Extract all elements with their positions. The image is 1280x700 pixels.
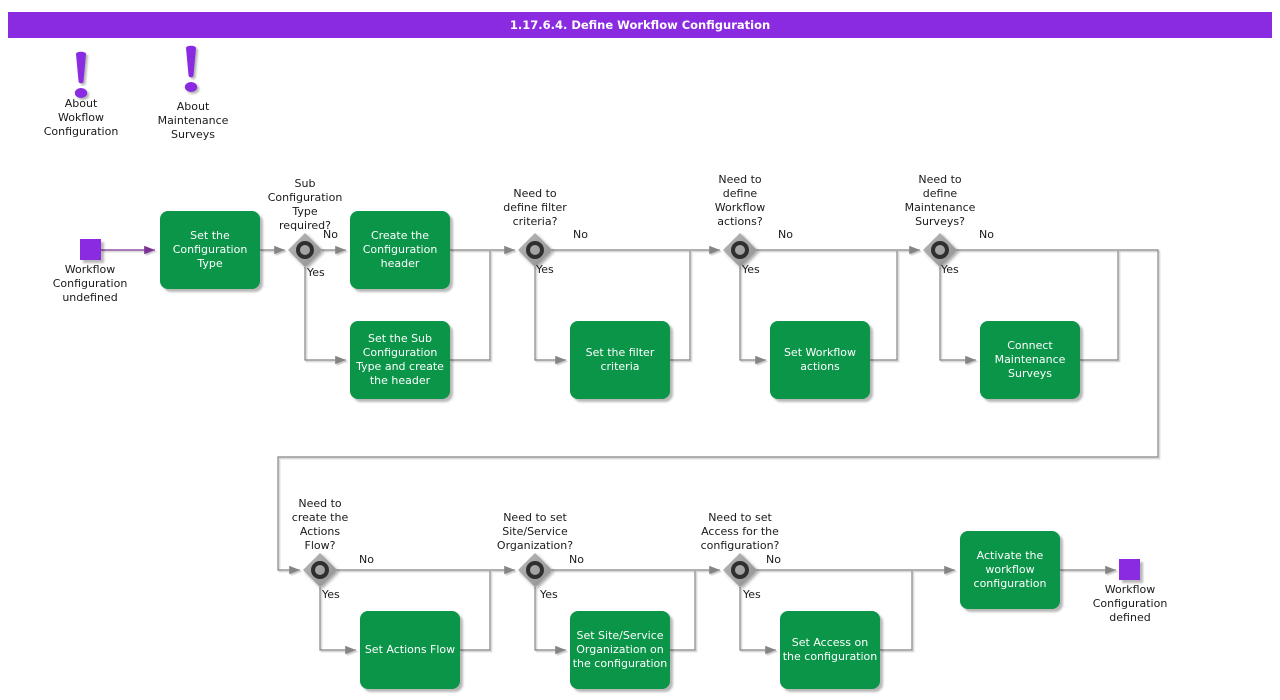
task-label: Connect Maintenance Surveys — [994, 339, 1066, 380]
start-node — [80, 239, 101, 260]
task-set-configuration-type[interactable]: Set the Configuration Type — [160, 211, 260, 289]
decision-question: Need to define Workflow actions? — [714, 173, 766, 228]
about-workflow-configuration-link[interactable] — [69, 50, 93, 104]
decision-sub-configuration-type — [287, 232, 323, 268]
task-label: Set Access on the configuration — [782, 636, 878, 663]
task-set-access-configuration[interactable]: Set Access on the configuration — [780, 611, 880, 689]
about-workflow-configuration-label[interactable]: About Wokflow Configuration — [43, 97, 119, 138]
task-create-configuration-header[interactable]: Create the Configuration header — [350, 211, 450, 289]
branch-yes-label: Yes — [322, 588, 340, 601]
decision-need-filter-criteria — [517, 232, 553, 268]
task-label: Set the Configuration Type — [172, 229, 248, 270]
branch-yes-label: Yes — [307, 266, 325, 279]
decision-need-access — [722, 552, 758, 588]
decision-need-workflow-actions — [722, 232, 758, 268]
decision-question: Sub Configuration Type required? — [267, 177, 343, 232]
decision-need-site-service-organization — [517, 552, 553, 588]
decision-need-maintenance-surveys — [922, 232, 958, 268]
task-activate-workflow-configuration[interactable]: Activate the workflow configuration — [960, 531, 1060, 609]
branch-yes-label: Yes — [742, 263, 760, 276]
task-label: Set the filter criteria — [585, 346, 655, 373]
decision-question: Need to create the Actions Flow? — [291, 497, 349, 552]
start-node-label: Workflow Configuration undefined — [52, 263, 128, 304]
exclamation-icon — [184, 45, 198, 92]
task-set-actions-flow[interactable]: Set Actions Flow — [360, 611, 460, 689]
decision-question: Need to set Site/Service Organization? — [496, 511, 574, 552]
branch-no-label: No — [323, 228, 338, 241]
task-connect-maintenance-surveys[interactable]: Connect Maintenance Surveys — [980, 321, 1080, 399]
branch-no-label: No — [359, 553, 374, 566]
task-set-workflow-actions[interactable]: Set Workflow actions — [770, 321, 870, 399]
task-label: Set Site/Service Organization on the con… — [572, 629, 668, 670]
branch-no-label: No — [778, 228, 793, 241]
branch-yes-label: Yes — [743, 588, 761, 601]
task-set-sub-configuration-type[interactable]: Set the Sub Configuration Type and creat… — [350, 321, 450, 399]
about-maintenance-surveys-link[interactable] — [179, 44, 203, 98]
exclamation-icon — [74, 51, 88, 98]
task-set-site-service-organization[interactable]: Set Site/Service Organization on the con… — [570, 611, 670, 689]
decision-question: Need to set Access for the configuration… — [700, 511, 780, 552]
task-label: Activate the workflow configuration — [973, 549, 1047, 590]
branch-no-label: No — [573, 228, 588, 241]
diagram-title: 1.17.6.4. Define Workflow Configuration — [509, 18, 771, 32]
branch-no-label: No — [766, 553, 781, 566]
about-maintenance-surveys-label[interactable]: About Maintenance Surveys — [157, 100, 229, 141]
decision-need-actions-flow — [302, 552, 338, 588]
branch-yes-label: Yes — [540, 588, 558, 601]
branch-yes-label: Yes — [536, 263, 554, 276]
task-label: Set the Sub Configuration Type and creat… — [356, 332, 444, 387]
decision-question: Need to define filter criteria? — [503, 187, 567, 228]
task-label: Set Actions Flow — [364, 643, 456, 656]
task-set-filter-criteria[interactable]: Set the filter criteria — [570, 321, 670, 399]
task-label: Create the Configuration header — [362, 229, 438, 270]
end-node — [1119, 559, 1140, 580]
branch-no-label: No — [569, 553, 584, 566]
task-label: Set Workflow actions — [783, 346, 857, 373]
end-node-label: Workflow Configuration defined — [1092, 583, 1168, 624]
branch-no-label: No — [979, 228, 994, 241]
diagram-title-bar: 1.17.6.4. Define Workflow Configuration — [8, 12, 1272, 38]
branch-yes-label: Yes — [941, 263, 959, 276]
decision-question: Need to define Maintenance Surveys? — [904, 173, 976, 228]
